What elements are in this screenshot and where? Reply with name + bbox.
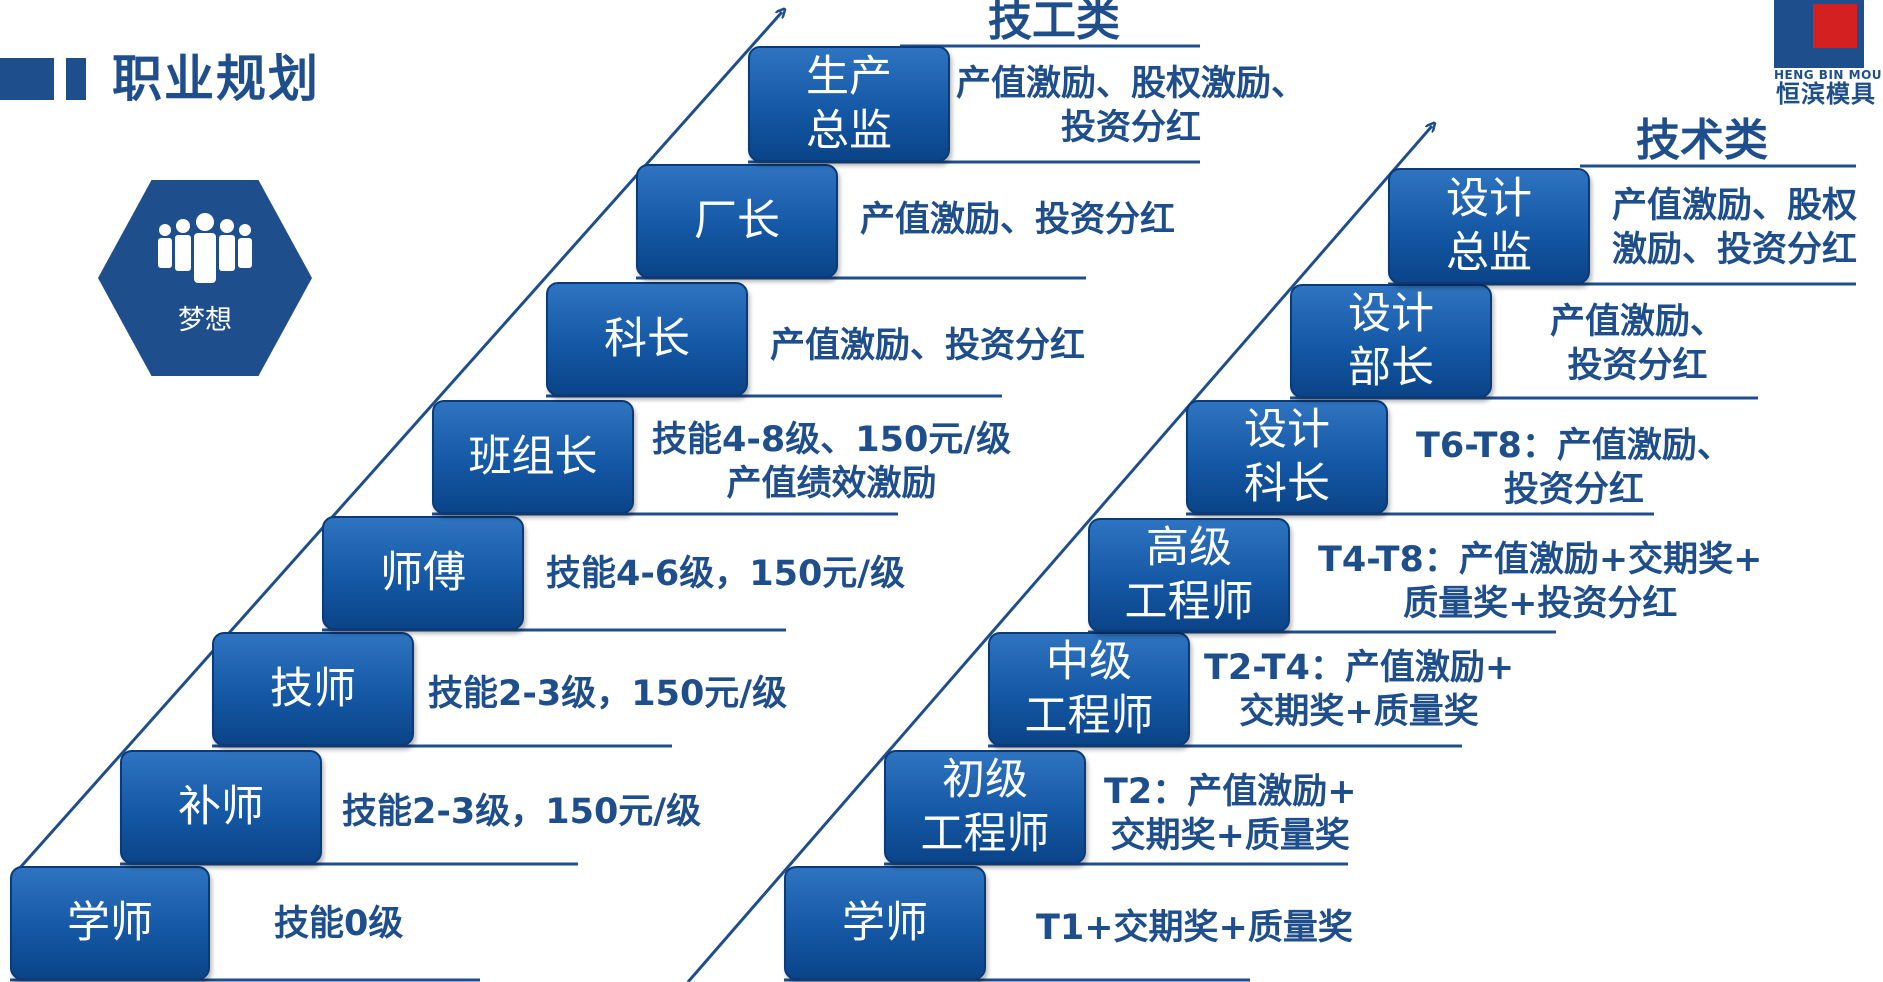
worker-step-box: 科长 xyxy=(546,282,748,396)
header-bar-small xyxy=(66,58,86,100)
worker-step-desc: 技能2-3级，150元/级 xyxy=(342,792,702,832)
tech-step-box: 设计 部长 xyxy=(1290,284,1492,398)
tech-step-box: 设计 总监 xyxy=(1388,168,1590,284)
worker-step-box: 生产 总监 xyxy=(748,46,950,162)
tech-step-desc: T2：产值激励+ 交期奖+质量奖 xyxy=(1104,772,1357,856)
worker-step-box: 班组长 xyxy=(432,400,634,514)
tech-step-box: 初级 工程师 xyxy=(884,750,1086,864)
tech-step-box: 学师 xyxy=(784,866,986,980)
dream-label: 梦想 xyxy=(178,305,232,336)
tech-step-box: 高级 工程师 xyxy=(1088,518,1290,632)
worker-step-desc: 技能2-3级，150元/级 xyxy=(428,674,788,714)
worker-track-title: 技工类 xyxy=(988,0,1120,46)
tech-track-title: 技术类 xyxy=(1636,115,1768,166)
worker-step-box: 学师 xyxy=(10,866,210,980)
logo-cube-icon xyxy=(1813,4,1857,48)
tech-step-desc: T2-T4：产值激励+ 交期奖+质量奖 xyxy=(1204,648,1515,732)
worker-step-desc: 技能4-6级，150元/级 xyxy=(546,554,906,594)
logo-text-en: HENG BIN MOULD xyxy=(1774,68,1883,82)
worker-step-desc: 产值激励、股权激励、 投资分红 xyxy=(956,64,1307,148)
page-title: 职业规划 xyxy=(112,50,320,108)
worker-step-box: 师傅 xyxy=(322,516,524,630)
tech-step-desc: 产值激励、股权 激励、投资分红 xyxy=(1612,186,1858,270)
worker-track-arrow xyxy=(16,12,782,871)
tech-step-desc: 产值激励、 投资分红 xyxy=(1550,302,1726,386)
tech-step-desc: T6-T8：产值激励、 投资分红 xyxy=(1416,426,1732,510)
tech-step-box: 中级 工程师 xyxy=(988,632,1190,746)
tech-step-desc: T4-T8：产值激励+交期奖+ 质量奖+投资分红 xyxy=(1318,540,1763,624)
worker-step-box: 补师 xyxy=(120,750,322,864)
worker-step-desc: 产值激励、投资分红 xyxy=(770,326,1086,366)
tech-track-arrow xyxy=(686,126,1432,982)
worker-step-box: 技师 xyxy=(212,632,414,746)
worker-step-box: 厂长 xyxy=(636,164,838,278)
worker-step-desc: 产值激励、投资分红 xyxy=(860,200,1176,240)
worker-step-desc: 技能4-8级、150元/级 产值绩效激励 xyxy=(652,420,1012,504)
header-bar-large xyxy=(0,58,54,100)
tech-step-desc: T1+交期奖+质量奖 xyxy=(1036,908,1353,948)
worker-step-desc: 技能0级 xyxy=(274,904,404,944)
people-group-icon xyxy=(158,213,252,283)
logo-text-cn: 恒滨模具 xyxy=(1776,80,1876,108)
tech-step-box: 设计 科长 xyxy=(1186,400,1388,514)
